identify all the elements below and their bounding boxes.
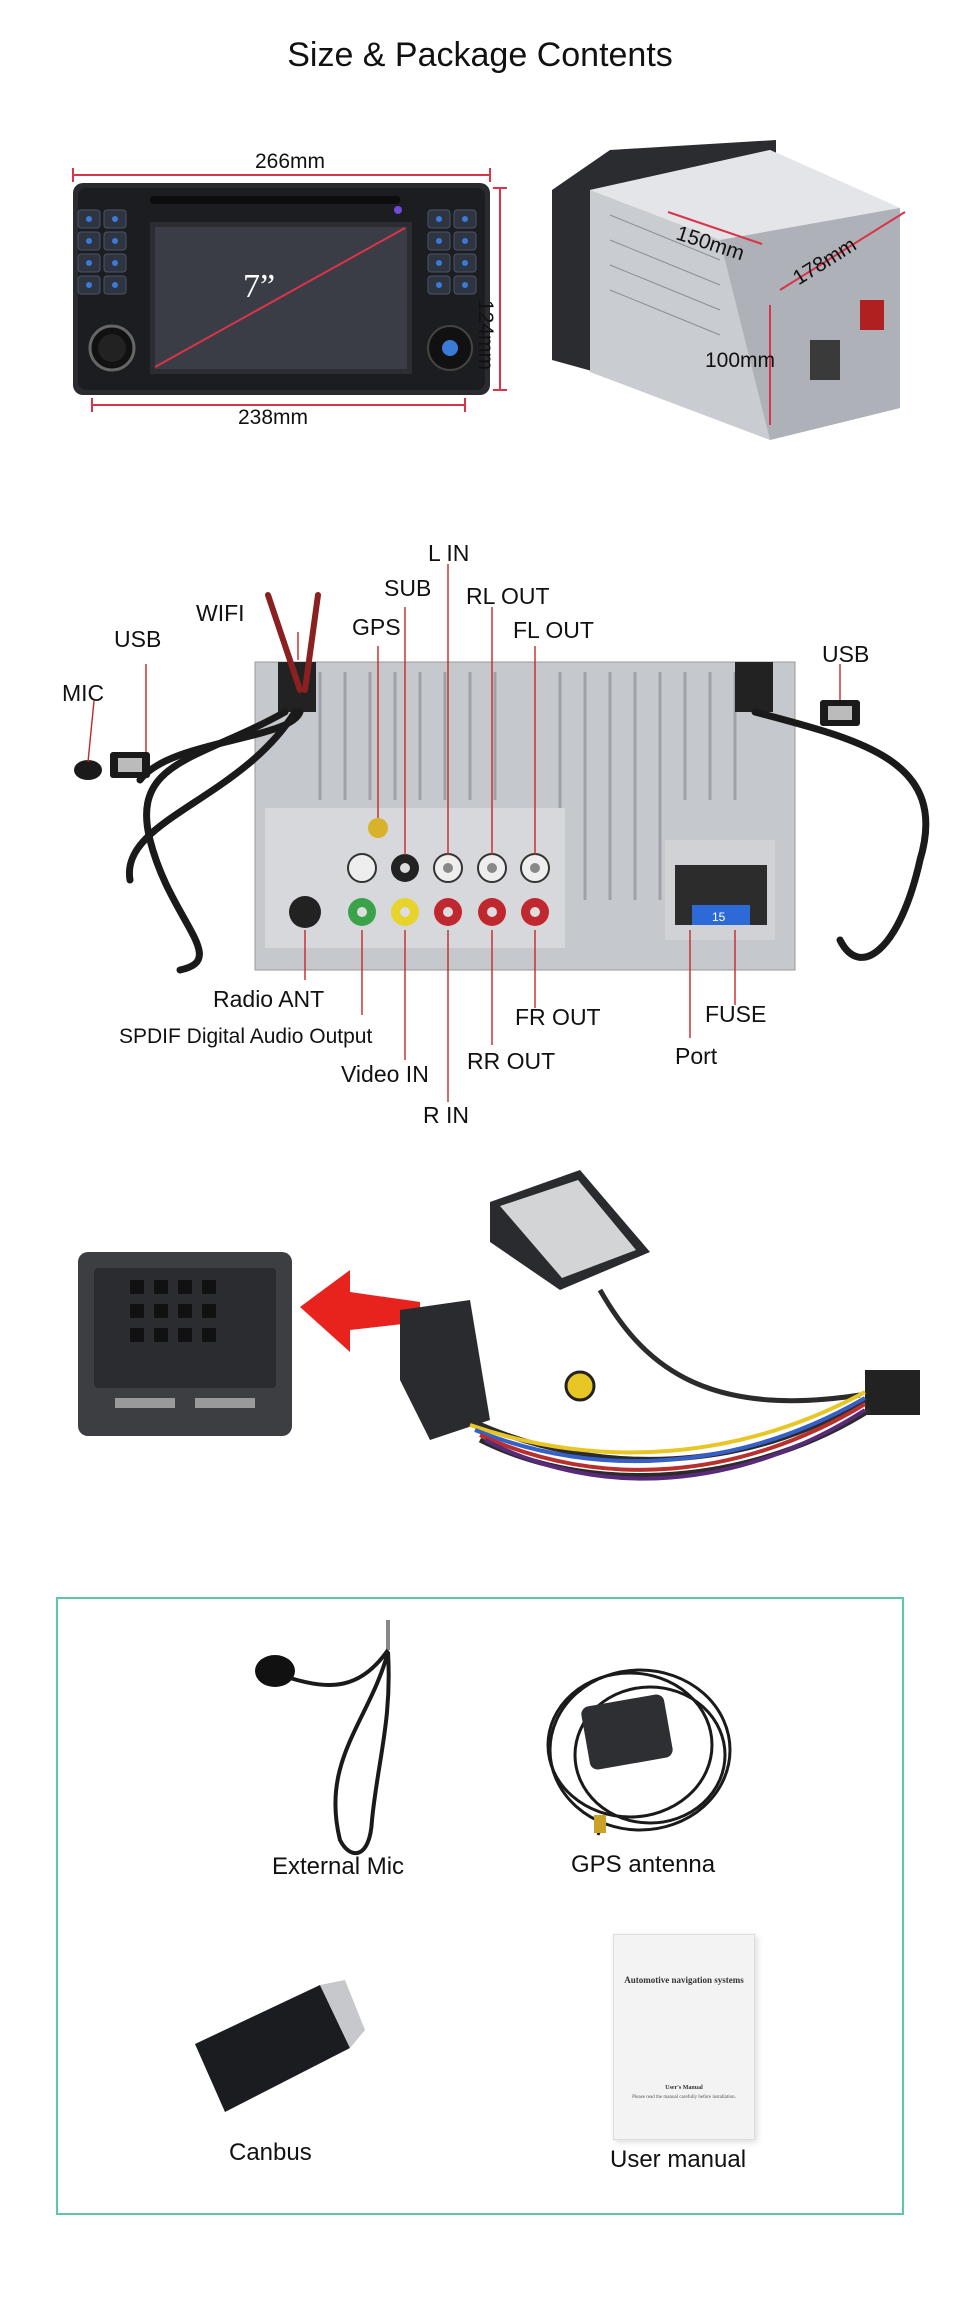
user-manual-booklet: Automotive navigation systems User's Man… (613, 1934, 755, 2140)
harness-illustration (78, 1170, 920, 1481)
label-mic: MIC (62, 680, 105, 706)
label-radio-ant: Radio ANT (213, 986, 325, 1012)
gps-antenna-icon (546, 1668, 732, 1836)
manual-note: Please read the manual carefully before … (632, 2095, 736, 2100)
user-manual-caption: User manual (610, 2146, 747, 2173)
label-usb-right: USB (822, 641, 870, 667)
label-wifi: WIFI (196, 600, 245, 626)
label-usb-left: USB (114, 626, 162, 652)
fuse-value: 15 (712, 910, 726, 924)
label-gps: GPS (352, 614, 401, 640)
label-rl-out: RL OUT (466, 583, 550, 609)
label-rr-out: RR OUT (467, 1048, 556, 1074)
manual-subtitle: User's Manual (665, 2085, 703, 2091)
label-spdif: SPDIF Digital Audio Output (119, 1025, 373, 1048)
label-l-in: L IN (428, 540, 470, 566)
canbus-caption: Canbus (229, 2139, 312, 2166)
label-fr-out: FR OUT (515, 1004, 601, 1030)
label-fuse: FUSE (705, 1001, 767, 1027)
label-port: Port (675, 1043, 718, 1069)
size-illustration (72, 140, 906, 440)
width-top-label: 266mm (255, 150, 326, 173)
label-r-in: R IN (423, 1102, 469, 1128)
height-back-label: 100mm (705, 349, 776, 372)
gps-antenna-caption: GPS antenna (571, 1851, 716, 1878)
label-video-in: Video IN (341, 1061, 429, 1087)
label-fl-out: FL OUT (513, 617, 594, 643)
arrow-icon (300, 1270, 420, 1352)
external-mic-caption: External Mic (272, 1853, 405, 1880)
label-sub: SUB (384, 575, 432, 601)
head-unit-side (552, 140, 900, 440)
screen-size-label: 7” (243, 268, 276, 305)
rear-panel-illustration (74, 564, 930, 1102)
page-title: Size & Package Contents (287, 36, 673, 74)
package-contents-frame (56, 1597, 904, 2215)
canbus-icon (195, 1980, 365, 2112)
width-bottom-label: 238mm (238, 406, 309, 429)
manual-title: Automotive navigation systems (624, 1975, 744, 1985)
external-mic-icon (255, 1620, 391, 1856)
